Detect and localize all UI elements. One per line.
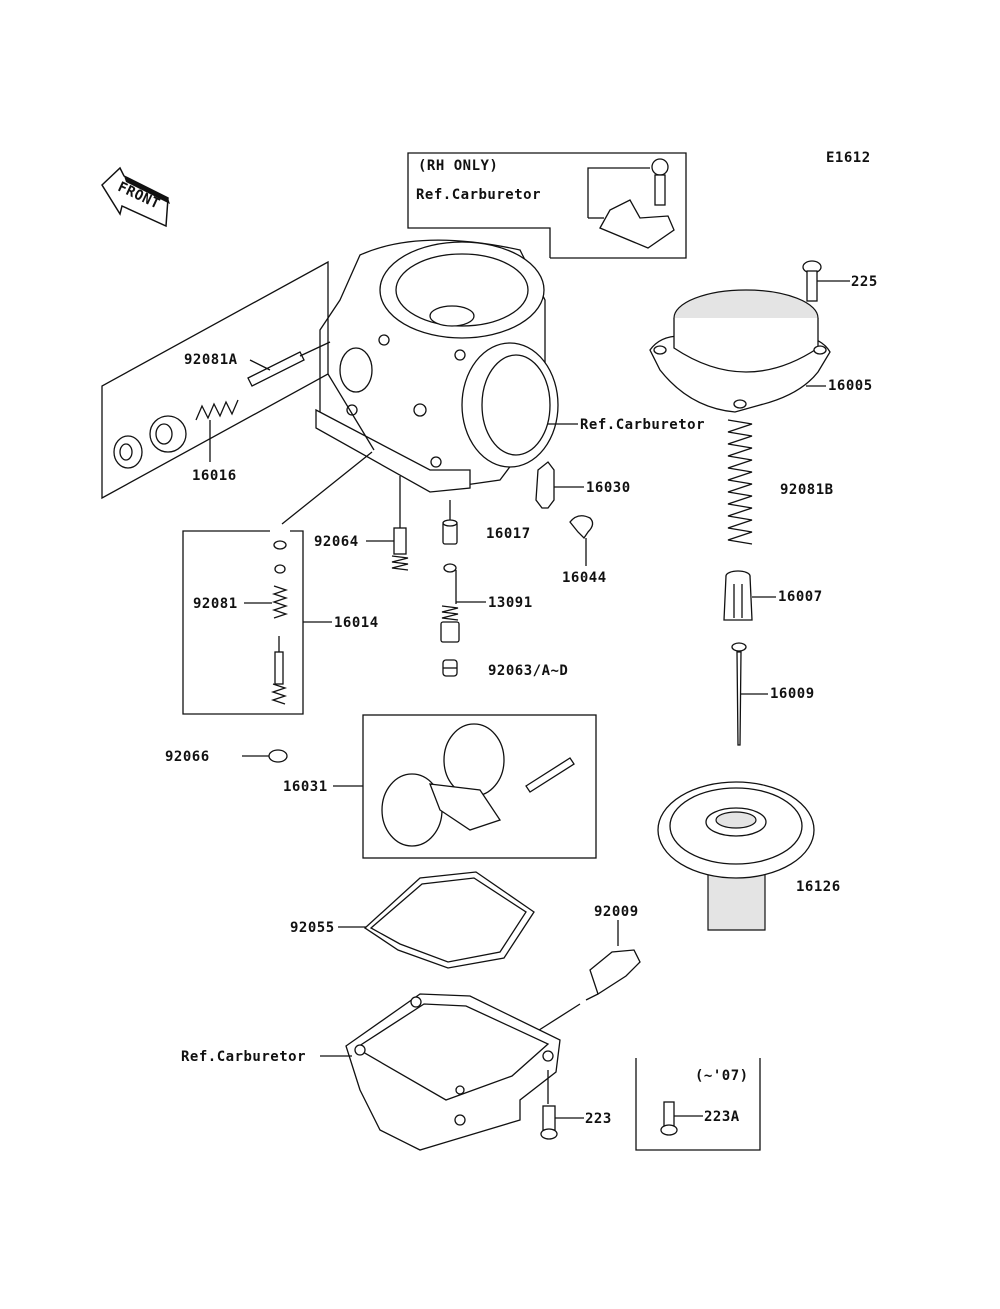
label-92009: 92009 bbox=[594, 904, 639, 920]
label-16014: 16014 bbox=[334, 615, 379, 631]
label-92081: 92081 bbox=[193, 596, 238, 612]
clip-16044 bbox=[569, 515, 594, 566]
rh-only-callout: (RH ONLY) Ref.Carburetor bbox=[407, 152, 687, 259]
label-225: 225 bbox=[851, 274, 878, 290]
ref-carburetor-label-top: Ref.Carburetor bbox=[416, 187, 541, 203]
screw-223A-box: (~'07) bbox=[635, 1058, 761, 1151]
main-jet-92063 bbox=[442, 659, 458, 677]
label-16017: 16017 bbox=[486, 526, 531, 542]
pilot-screw-kit-box bbox=[101, 260, 375, 500]
label-16016: 16016 bbox=[192, 468, 237, 484]
era-note: (~'07) bbox=[695, 1068, 749, 1084]
screw-225 bbox=[802, 260, 850, 302]
ref-carburetor-label-mid: Ref.Carburetor bbox=[580, 417, 705, 433]
cap-92066 bbox=[242, 749, 288, 763]
label-223: 223 bbox=[585, 1111, 612, 1127]
jet-needle-16009 bbox=[731, 642, 768, 746]
needle-holder-16007 bbox=[723, 570, 776, 621]
needle-valve-kit-box bbox=[182, 530, 332, 715]
screw-223 bbox=[540, 1070, 584, 1140]
label-92064: 92064 bbox=[314, 534, 359, 550]
label-16030: 16030 bbox=[586, 480, 631, 496]
label-16007: 16007 bbox=[778, 589, 823, 605]
label-16126: 16126 bbox=[796, 879, 841, 895]
needle-jet-16017 bbox=[442, 519, 458, 545]
float-assembly-box bbox=[333, 714, 597, 859]
drain-screw-92009 bbox=[535, 920, 641, 1033]
label-223A: 223A bbox=[704, 1109, 740, 1125]
label-92055: 92055 bbox=[290, 920, 335, 936]
jet-holder-13091 bbox=[440, 563, 486, 643]
label-16005: 16005 bbox=[828, 378, 873, 394]
top-cover-16005 bbox=[649, 289, 831, 413]
label-16044: 16044 bbox=[562, 570, 607, 586]
label-16031: 16031 bbox=[283, 779, 328, 795]
label-92063: 92063/A~D bbox=[488, 663, 568, 679]
front-arrow-icon: FRONT bbox=[101, 166, 170, 228]
label-92066: 92066 bbox=[165, 749, 210, 765]
screw-icon bbox=[651, 158, 669, 206]
carburetor-body bbox=[315, 239, 559, 493]
diaphragm-16126 bbox=[657, 781, 815, 931]
rh-only-note: (RH ONLY) bbox=[418, 158, 498, 174]
label-92081A: 92081A bbox=[184, 352, 238, 368]
bracket-icon bbox=[599, 199, 675, 249]
ref-carburetor-label-bottom: Ref.Carburetor bbox=[181, 1049, 306, 1065]
label-13091: 13091 bbox=[488, 595, 533, 611]
spring-92081B bbox=[727, 419, 753, 545]
label-16009: 16009 bbox=[770, 686, 815, 702]
float-valve-16030 bbox=[535, 461, 584, 509]
label-92081B: 92081B bbox=[780, 482, 834, 498]
screw-92064 bbox=[366, 527, 409, 571]
spring-small bbox=[195, 399, 239, 421]
float-bowl bbox=[345, 993, 561, 1151]
gasket-92055 bbox=[338, 871, 535, 969]
washer-grommet bbox=[113, 415, 187, 469]
diagram-code: E1612 bbox=[826, 150, 871, 166]
pilot-screw-92081A bbox=[247, 341, 331, 387]
